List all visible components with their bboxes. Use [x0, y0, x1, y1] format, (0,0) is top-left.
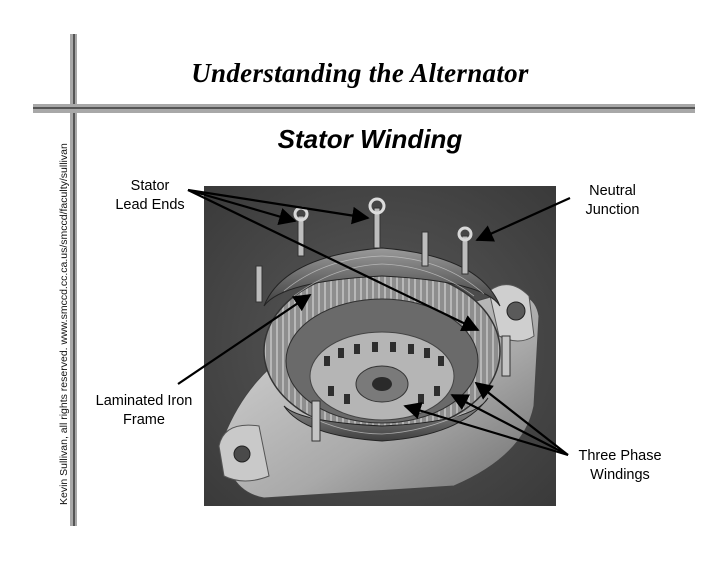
- label-three-line-1: Three Phase: [578, 448, 662, 464]
- shaft-bore: [372, 377, 392, 391]
- mounting-hole-left: [233, 445, 251, 463]
- label-stator-line-1: Stator: [130, 178, 170, 194]
- label-iron-line-1: Laminated Iron: [95, 393, 193, 409]
- stator-photo: [204, 186, 556, 506]
- rotor-slots: [324, 342, 444, 404]
- label-three-line-2: Windings: [590, 467, 650, 483]
- vertical-frame-line-core: [73, 34, 75, 526]
- label-three-phase-windings: Three Phase Windings: [564, 447, 676, 485]
- label-neutral-line-2: Junction: [585, 202, 640, 218]
- label-stator-lead-ends: Stator Lead Ends: [100, 177, 200, 215]
- mounting-hole-right: [506, 301, 526, 321]
- label-iron-line-2: Frame: [123, 412, 165, 428]
- label-stator-line-2: Lead Ends: [115, 197, 185, 213]
- label-neutral-junction: Neutral Junction: [565, 182, 660, 220]
- horizontal-frame-line-core: [33, 107, 695, 109]
- label-laminated-iron-frame: Laminated Iron Frame: [84, 392, 204, 430]
- slide-subtitle: Stator Winding: [277, 124, 463, 154]
- label-neutral-line-1: Neutral: [589, 183, 636, 199]
- copyright-notice: Kevin Sullivan, all rights reserved. www…: [58, 143, 70, 505]
- slide-title: Understanding the Alternator: [191, 58, 529, 88]
